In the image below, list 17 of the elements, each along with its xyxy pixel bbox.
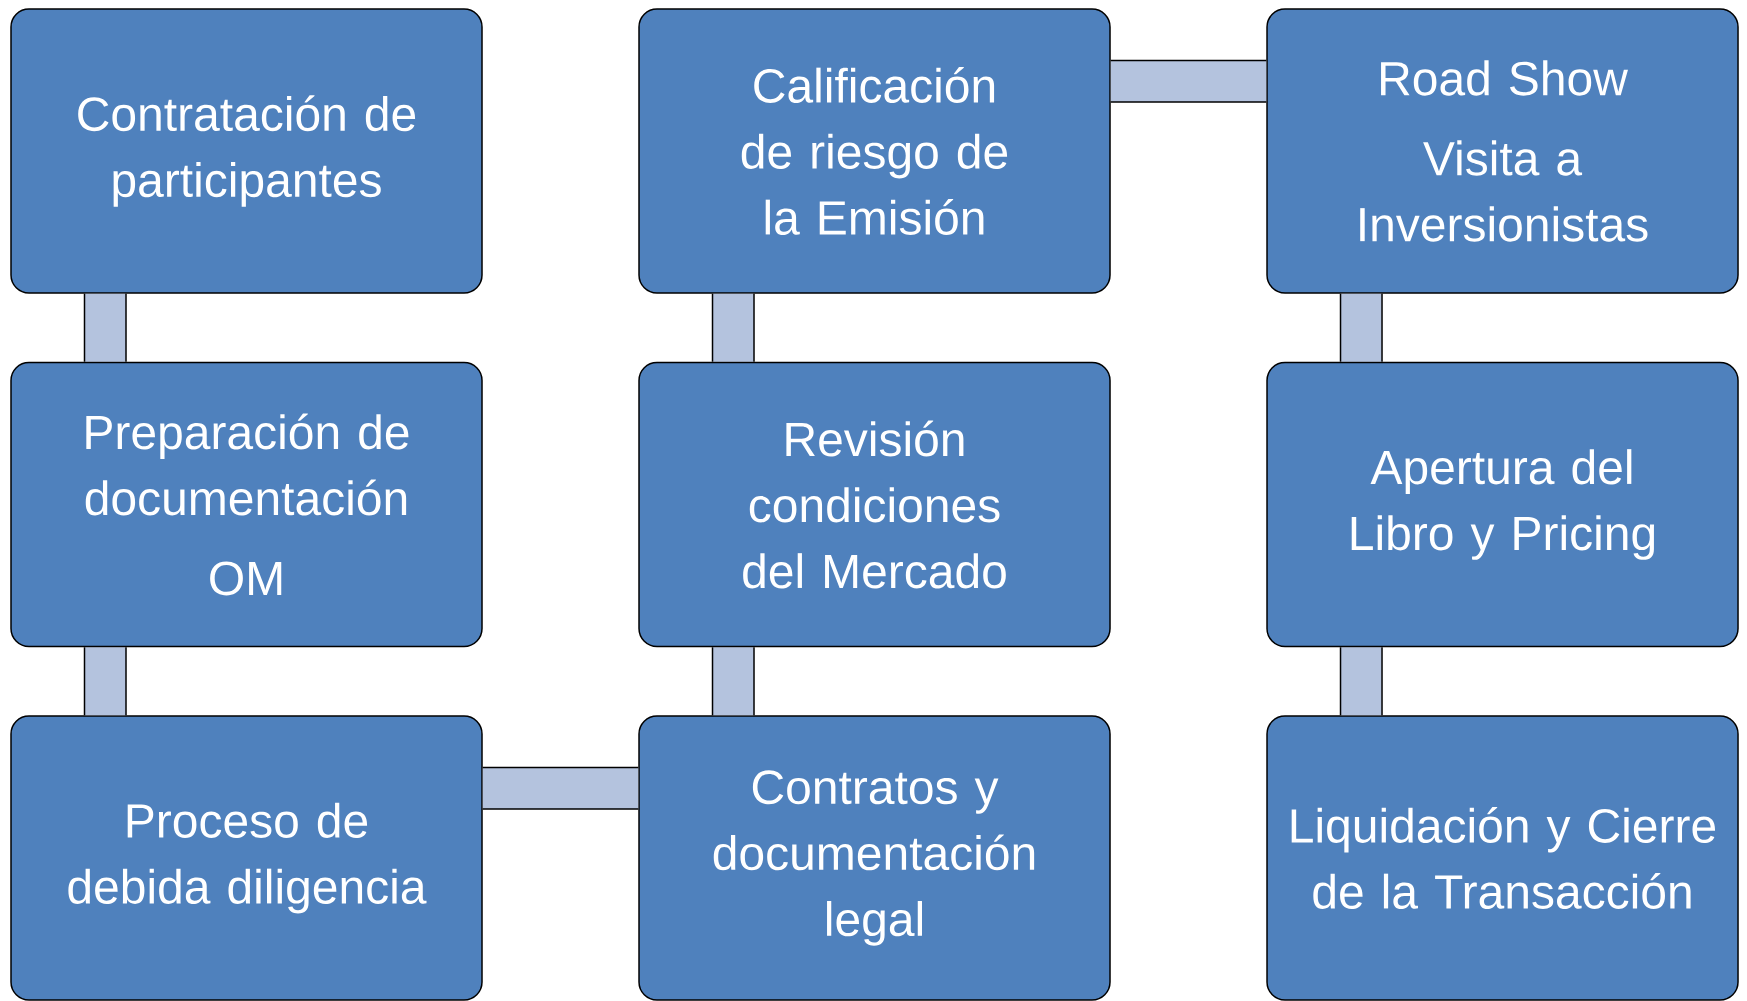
connector-bar (1110, 59, 1267, 103)
connector-bar (1339, 293, 1383, 362)
connector-bar (83, 647, 127, 716)
connector-bar (482, 766, 639, 810)
connector-bar (711, 647, 755, 716)
process-box: Contratación de participantes (10, 8, 483, 294)
process-box: Apertura del Libro y Pricing (1266, 361, 1739, 648)
process-box: Proceso de debida diligencia (10, 715, 483, 1001)
process-box: Preparación de documentación OM (10, 361, 483, 648)
process-box: Revisión condiciones del Mercado (638, 361, 1111, 648)
process-box: Road Show Visita a Inversionistas (1266, 8, 1739, 294)
connector-bar (83, 293, 127, 362)
connector-bar (711, 293, 755, 362)
connector-bar (1339, 647, 1383, 716)
process-box: Calificación de riesgo de la Emisión (638, 8, 1111, 294)
process-box: Contratos y documentación legal (638, 715, 1111, 1001)
process-box: Liquidación y Cierre de la Transacción (1266, 715, 1739, 1001)
